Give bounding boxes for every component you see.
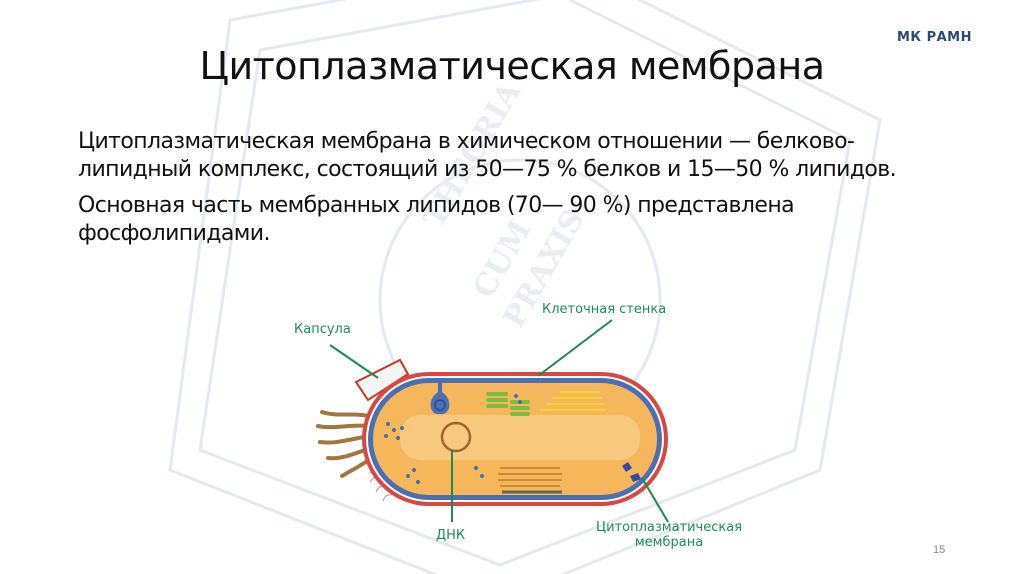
slide-title: Цитоплазматическая мембрана [199,44,825,88]
dna-icon [440,421,472,453]
label-membrane-line1: Цитоплазматическая [596,520,743,535]
bacterium-diagram: Капсула Клеточная стенка ДНК Цитоплазмат… [290,300,770,560]
bacterium-illustration [316,358,668,506]
capsule-shape [354,358,410,402]
label-cell-wall: Клеточная стенка [542,302,667,317]
paragraph-composition: Цитоплазматическая мембрана в химическом… [78,129,897,182]
slide-body: Цитоплазматическая мембрана в химическом… [78,128,958,256]
label-membrane-line2: мембрана [634,535,704,550]
paragraph-lipids: Основная часть мембранных липидов (70— 9… [78,193,795,246]
brand-logo-text: МК РАМН [897,30,972,45]
pointer-lines [329,319,669,523]
page-number: 15 [933,544,946,556]
label-dna: ДНК [436,528,466,543]
label-capsule: Капсула [294,322,351,337]
label-cytoplasmic-membrane: Цитоплазматическая мембрана [596,520,742,550]
